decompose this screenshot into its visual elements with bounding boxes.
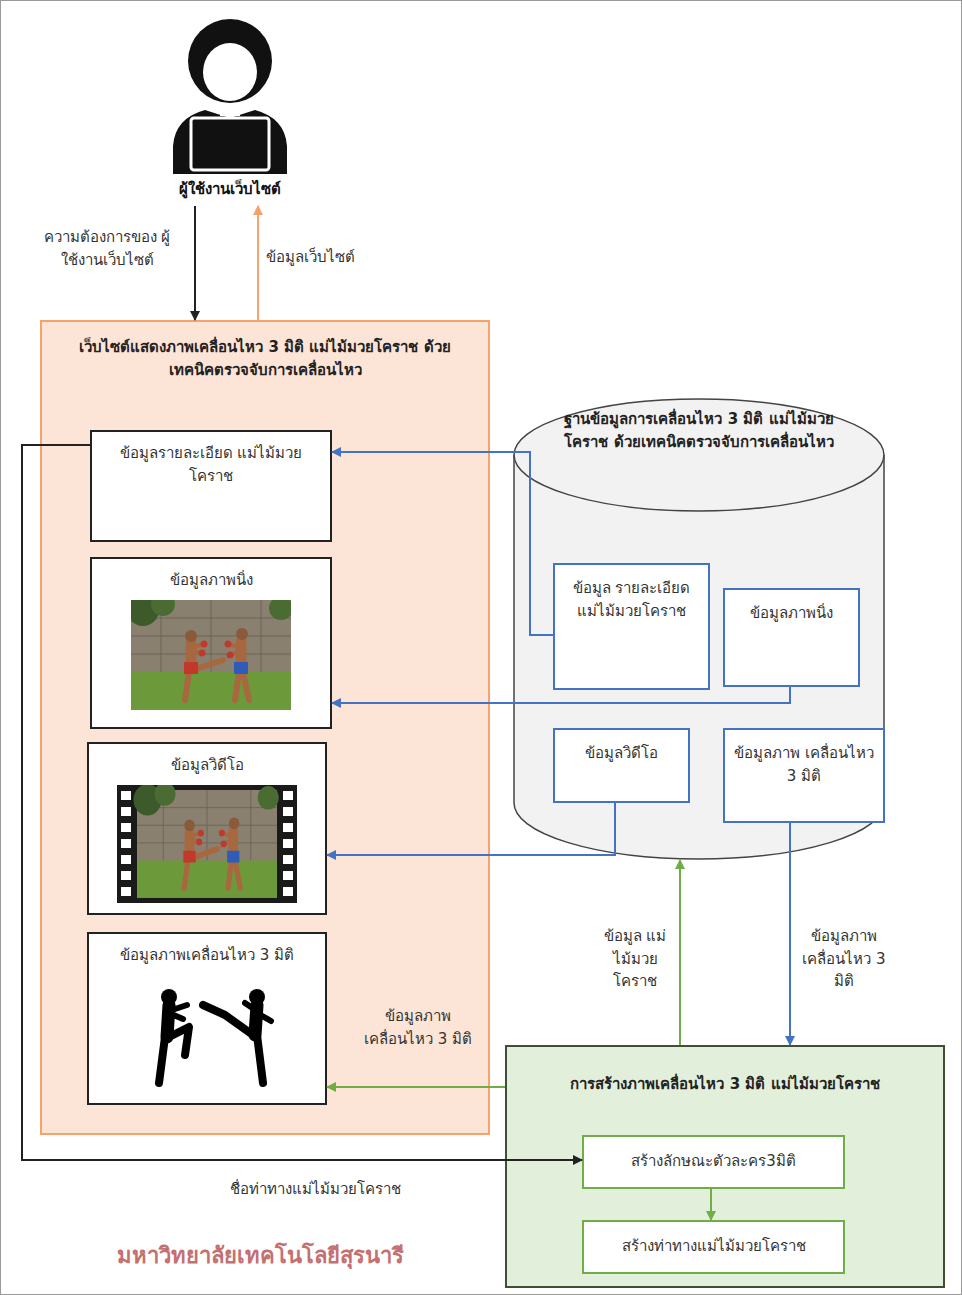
node-text: ข้อมูลภาพนิ่ง: [102, 569, 320, 592]
data-box: ข้อมูลภาพนิ่ง: [723, 588, 860, 687]
connector-arrow: [194, 206, 196, 320]
connector-arrow: [327, 1086, 505, 1088]
node-text: สร้างท่าทางแม่ไม้มวยโคราช: [592, 1235, 835, 1258]
content-box: ข้อมูลวิดีโอ: [87, 742, 327, 915]
content-box: ข้อมูลภาพเคลื่อนไหว 3 มิติ: [87, 932, 327, 1105]
node-text: ข้อมูลภาพ เคลื่อนไหว 3 มิติ: [731, 742, 877, 787]
user-icon: [165, 6, 295, 174]
edge-label: ชื่อท่าทางแม่ไม้มวยโคราช: [190, 1178, 440, 1201]
process-panel: การสร้างภาพเคลื่อนไหว 3 มิติ แม่ไม้มวยโค…: [505, 1045, 945, 1288]
node-text: ข้อมูลวิดีโอ: [561, 742, 682, 765]
node-text: เว็บไซต์แสดงภาพเคลื่อนไหว 3 มิติ แม่ไม้ม…: [42, 322, 488, 381]
node-text: ผู้ใช้งานเว็บไซต์: [155, 178, 305, 201]
edge-label: ความต้องการของ ผู้ใช้งานเว็บไซต์: [36, 226, 178, 271]
content-box: ข้อมูลรายละเอียด แม่ไม้มวยโคราช: [90, 430, 332, 542]
cylinder-rim: [514, 455, 884, 511]
process-box: สร้างท่าทางแม่ไม้มวยโคราช: [582, 1220, 845, 1274]
node-text: สร้างลักษณะตัวละคร3มิติ: [592, 1150, 835, 1173]
user-node: ผู้ใช้งานเว็บไซต์: [155, 6, 305, 206]
connector-arrow: [327, 803, 615, 855]
node-text: การสร้างภาพเคลื่อนไหว 3 มิติ แม่ไม้มวยโค…: [507, 1047, 943, 1096]
connector-arrow: [257, 206, 259, 320]
edge-label: ข้อมูลภาพ เคลื่อนไหว 3 มิติ: [796, 925, 892, 993]
connector-arrow: [789, 823, 791, 1045]
edge-label: ข้อมูล แม่ไม้มวย โคราช: [596, 925, 674, 993]
node-text: ข้อมูลภาพเคลื่อนไหว 3 มิติ: [99, 944, 315, 967]
watermark-text: มหาวิทยาลัยเทคโนโลยีสุรนารี: [40, 1238, 480, 1273]
data-box: ข้อมูลวิดีโอ: [553, 728, 690, 803]
connector-arrow: [710, 1189, 712, 1220]
edge-label: ข้อมูลภาพ เคลื่อนไหว 3 มิติ: [350, 1005, 486, 1050]
edge-label: ข้อมูลเว็บไซต์: [266, 246, 378, 269]
node-text: ข้อมูล รายละเอียด แม่ไม้มวยโคราช: [561, 577, 702, 622]
connector-arrow: [679, 860, 681, 1045]
data-box: ข้อมูล รายละเอียด แม่ไม้มวยโคราช: [553, 563, 710, 690]
database-cylinder: ฐานข้อมูลการเคลื่อนไหว 3 มิติ แม่ไม้มวยโ…: [513, 398, 885, 860]
cylinder-body: [514, 399, 884, 859]
content-box: ข้อมูลภาพนิ่ง: [90, 557, 332, 729]
connector-arrow: [22, 445, 582, 1160]
muay-video: [117, 785, 297, 903]
muay-silhouettes: [107, 975, 307, 1090]
node-text: ฐานข้อมูลการเคลื่อนไหว 3 มิติ แม่ไม้มวยโ…: [549, 408, 849, 453]
process-box: สร้างลักษณะตัวละคร3มิติ: [582, 1135, 845, 1189]
data-box: ข้อมูลภาพ เคลื่อนไหว 3 มิติ: [723, 728, 885, 823]
connector-arrow: [332, 687, 790, 703]
node-text: ข้อมูลรายละเอียด แม่ไม้มวยโคราช: [102, 442, 320, 487]
node-text: ข้อมูลวิดีโอ: [99, 754, 315, 777]
connector-arrow: [332, 452, 553, 635]
muay-photo: [131, 600, 291, 710]
node-text: ข้อมูลภาพนิ่ง: [731, 602, 852, 625]
